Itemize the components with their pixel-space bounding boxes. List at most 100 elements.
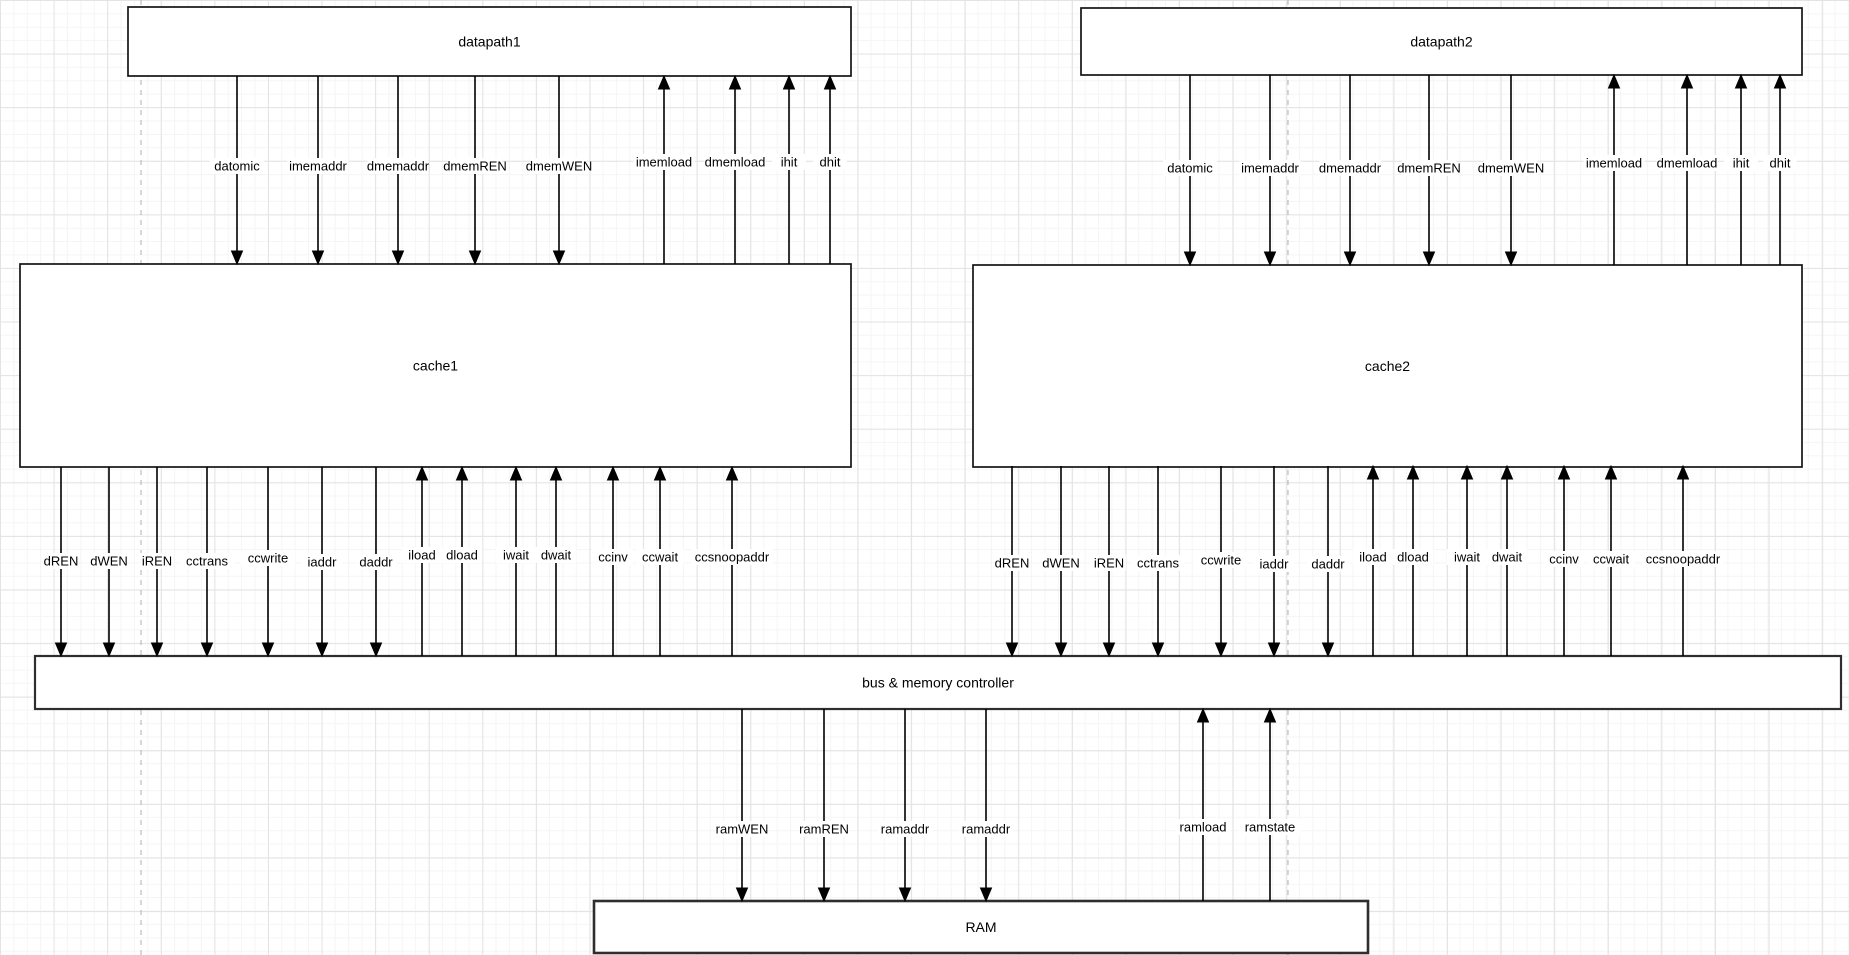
node-cache2-label[interactable]: cache2 xyxy=(1365,358,1410,374)
edge-label[interactable]: iwait xyxy=(503,548,529,563)
edge-label[interactable]: iload xyxy=(1359,550,1386,565)
node-datapath2-label[interactable]: datapath2 xyxy=(1410,34,1472,50)
edge-label[interactable]: imemload xyxy=(636,155,692,170)
edge-datapath1-cache1-dmemWEN[interactable]: dmemWEN xyxy=(526,76,592,266)
edge-label[interactable]: iwait xyxy=(1454,550,1480,565)
edge-label[interactable]: ihit xyxy=(1733,156,1750,171)
edge-datapath2-cache2-ihit[interactable]: ihit xyxy=(1724,73,1758,265)
edge-datapath2-cache2-datomic[interactable]: datomic xyxy=(1162,75,1218,267)
node-bus[interactable]: bus & memory controller xyxy=(33,654,1843,711)
edge-cache2-bus-cctrans[interactable]: cctrans xyxy=(1130,466,1186,658)
edge-cache1-bus-ccsnoopaddr[interactable]: ccsnoopaddr xyxy=(691,465,773,656)
edge-cache1-bus-iREN[interactable]: iREN xyxy=(140,467,174,658)
edge-label[interactable]: ccinv xyxy=(1549,552,1579,567)
edge-datapath1-cache1-imemload[interactable]: imemload xyxy=(633,74,695,264)
edge-cache2-bus-iload[interactable]: iload xyxy=(1352,464,1394,656)
edge-label[interactable]: ihit xyxy=(781,155,798,170)
edge-label[interactable]: iaddr xyxy=(308,555,338,570)
edge-label[interactable]: daddr xyxy=(359,555,393,570)
edge-cache2-bus-iaddr[interactable]: iaddr xyxy=(1253,466,1295,658)
edge-cache1-bus-ccinv[interactable]: ccinv xyxy=(592,465,634,656)
edge-bus-ram-ramstate[interactable]: ramstate xyxy=(1239,707,1301,901)
edge-label[interactable]: dmemload xyxy=(705,155,766,170)
edge-label[interactable]: dWEN xyxy=(90,554,128,569)
edge-label[interactable]: dREN xyxy=(995,556,1030,571)
edge-cache1-bus-dwait[interactable]: dwait xyxy=(535,465,577,656)
edge-label[interactable]: dmemWEN xyxy=(1478,161,1544,176)
node-ram-label[interactable]: RAM xyxy=(965,919,996,935)
node-cache1[interactable]: cache1 xyxy=(19,263,852,468)
edge-cache1-bus-dREN[interactable]: dREN xyxy=(44,467,79,658)
edge-bus-ram-ramaddr-2[interactable]: ramaddr xyxy=(877,709,933,903)
edge-label[interactable]: dWEN xyxy=(1042,556,1080,571)
edge-label[interactable]: iREN xyxy=(1094,556,1124,571)
edge-datapath2-cache2-dmemaddr[interactable]: dmemaddr xyxy=(1319,75,1382,267)
edge-datapath2-cache2-dmemWEN[interactable]: dmemWEN xyxy=(1478,75,1544,267)
edge-cache2-bus-ccinv[interactable]: ccinv xyxy=(1543,464,1585,656)
edge-label[interactable]: iaddr xyxy=(1260,557,1290,572)
edge-bus-ram-ramWEN[interactable]: ramWEN xyxy=(716,709,769,903)
edge-label[interactable]: dwait xyxy=(1492,550,1523,565)
edge-label[interactable]: datomic xyxy=(1167,161,1213,176)
edge-datapath2-cache2-dmemload[interactable]: dmemload xyxy=(1656,73,1718,265)
node-datapath1[interactable]: datapath1 xyxy=(127,6,852,77)
edge-label[interactable]: ramREN xyxy=(799,822,849,837)
edge-label[interactable]: imemaddr xyxy=(289,159,347,174)
edge-label[interactable]: cctrans xyxy=(1137,556,1179,571)
node-datapath1-label[interactable]: datapath1 xyxy=(458,34,520,50)
edge-label[interactable]: ramaddr xyxy=(881,822,930,837)
node-cache2-rect[interactable] xyxy=(972,264,1803,468)
edge-datapath1-cache1-dmemaddr[interactable]: dmemaddr xyxy=(367,76,430,266)
edge-label[interactable]: ccwait xyxy=(1593,552,1630,567)
edge-label[interactable]: dREN xyxy=(44,554,79,569)
edge-label[interactable]: dmemREN xyxy=(443,159,507,174)
edge-cache2-bus-dREN[interactable]: dREN xyxy=(995,466,1030,658)
edge-datapath2-cache2-imemaddr[interactable]: imemaddr xyxy=(1239,75,1301,267)
node-cache2[interactable]: cache2 xyxy=(972,264,1803,468)
edge-label[interactable]: dmemWEN xyxy=(526,159,592,174)
edge-cache1-bus-iload[interactable]: iload xyxy=(401,465,443,656)
edge-cache1-bus-iwait[interactable]: iwait xyxy=(495,465,537,656)
edge-cache1-bus-dWEN[interactable]: dWEN xyxy=(90,467,128,658)
edge-label[interactable]: dhit xyxy=(1770,156,1791,171)
edge-cache2-bus-dWEN[interactable]: dWEN xyxy=(1042,466,1080,658)
edge-label[interactable]: ccwrite xyxy=(248,551,288,566)
edge-datapath2-cache2-dmemREN[interactable]: dmemREN xyxy=(1397,75,1461,267)
edge-datapath2-cache2-dhit[interactable]: dhit xyxy=(1763,73,1797,265)
edge-cache1-bus-ccwrite[interactable]: ccwrite xyxy=(240,467,296,658)
edge-label[interactable]: ramaddr xyxy=(962,822,1011,837)
edge-label[interactable]: dmemload xyxy=(1657,156,1718,171)
edge-cache2-bus-ccsnoopaddr[interactable]: ccsnoopaddr xyxy=(1642,464,1724,656)
edge-label[interactable]: imemload xyxy=(1586,156,1642,171)
edge-cache2-bus-ccwait[interactable]: ccwait xyxy=(1587,464,1635,656)
edge-cache1-bus-daddr[interactable]: daddr xyxy=(355,467,397,658)
edge-datapath1-cache1-dhit[interactable]: dhit xyxy=(813,74,847,264)
edge-label[interactable]: dmemaddr xyxy=(1319,161,1382,176)
edge-datapath1-cache1-ihit[interactable]: ihit xyxy=(772,74,806,264)
edge-label[interactable]: dwait xyxy=(541,548,572,563)
node-bus-label[interactable]: bus & memory controller xyxy=(862,675,1014,691)
node-datapath1-rect[interactable] xyxy=(127,6,852,77)
node-bus-rect[interactable] xyxy=(33,654,1843,711)
edge-label[interactable]: ccinv xyxy=(598,550,628,565)
edge-cache2-bus-dload[interactable]: dload xyxy=(1392,464,1434,656)
edge-label[interactable]: daddr xyxy=(1311,557,1345,572)
edge-label[interactable]: imemaddr xyxy=(1241,161,1299,176)
edge-label[interactable]: ramload xyxy=(1180,820,1227,835)
edge-label[interactable]: ccsnoopaddr xyxy=(695,550,770,565)
edge-label[interactable]: cctrans xyxy=(186,554,228,569)
node-ram[interactable]: RAM xyxy=(592,899,1370,955)
edge-bus-ram-ramload[interactable]: ramload xyxy=(1175,707,1231,901)
edge-bus-ram-ramaddr-3[interactable]: ramaddr xyxy=(958,709,1014,903)
edge-datapath2-cache2-imemload[interactable]: imemload xyxy=(1583,73,1645,265)
edge-label[interactable]: datomic xyxy=(214,159,260,174)
edge-cache1-bus-dload[interactable]: dload xyxy=(441,465,483,656)
edge-cache2-bus-daddr[interactable]: daddr xyxy=(1307,466,1349,658)
edge-bus-ram-ramREN[interactable]: ramREN xyxy=(799,709,849,903)
edge-cache2-bus-ccwrite[interactable]: ccwrite xyxy=(1193,466,1249,658)
edge-label[interactable]: ramWEN xyxy=(716,822,769,837)
edge-label[interactable]: ccsnoopaddr xyxy=(1646,552,1721,567)
edge-datapath1-cache1-dmemREN[interactable]: dmemREN xyxy=(443,76,507,266)
node-cache1-rect[interactable] xyxy=(19,263,852,468)
